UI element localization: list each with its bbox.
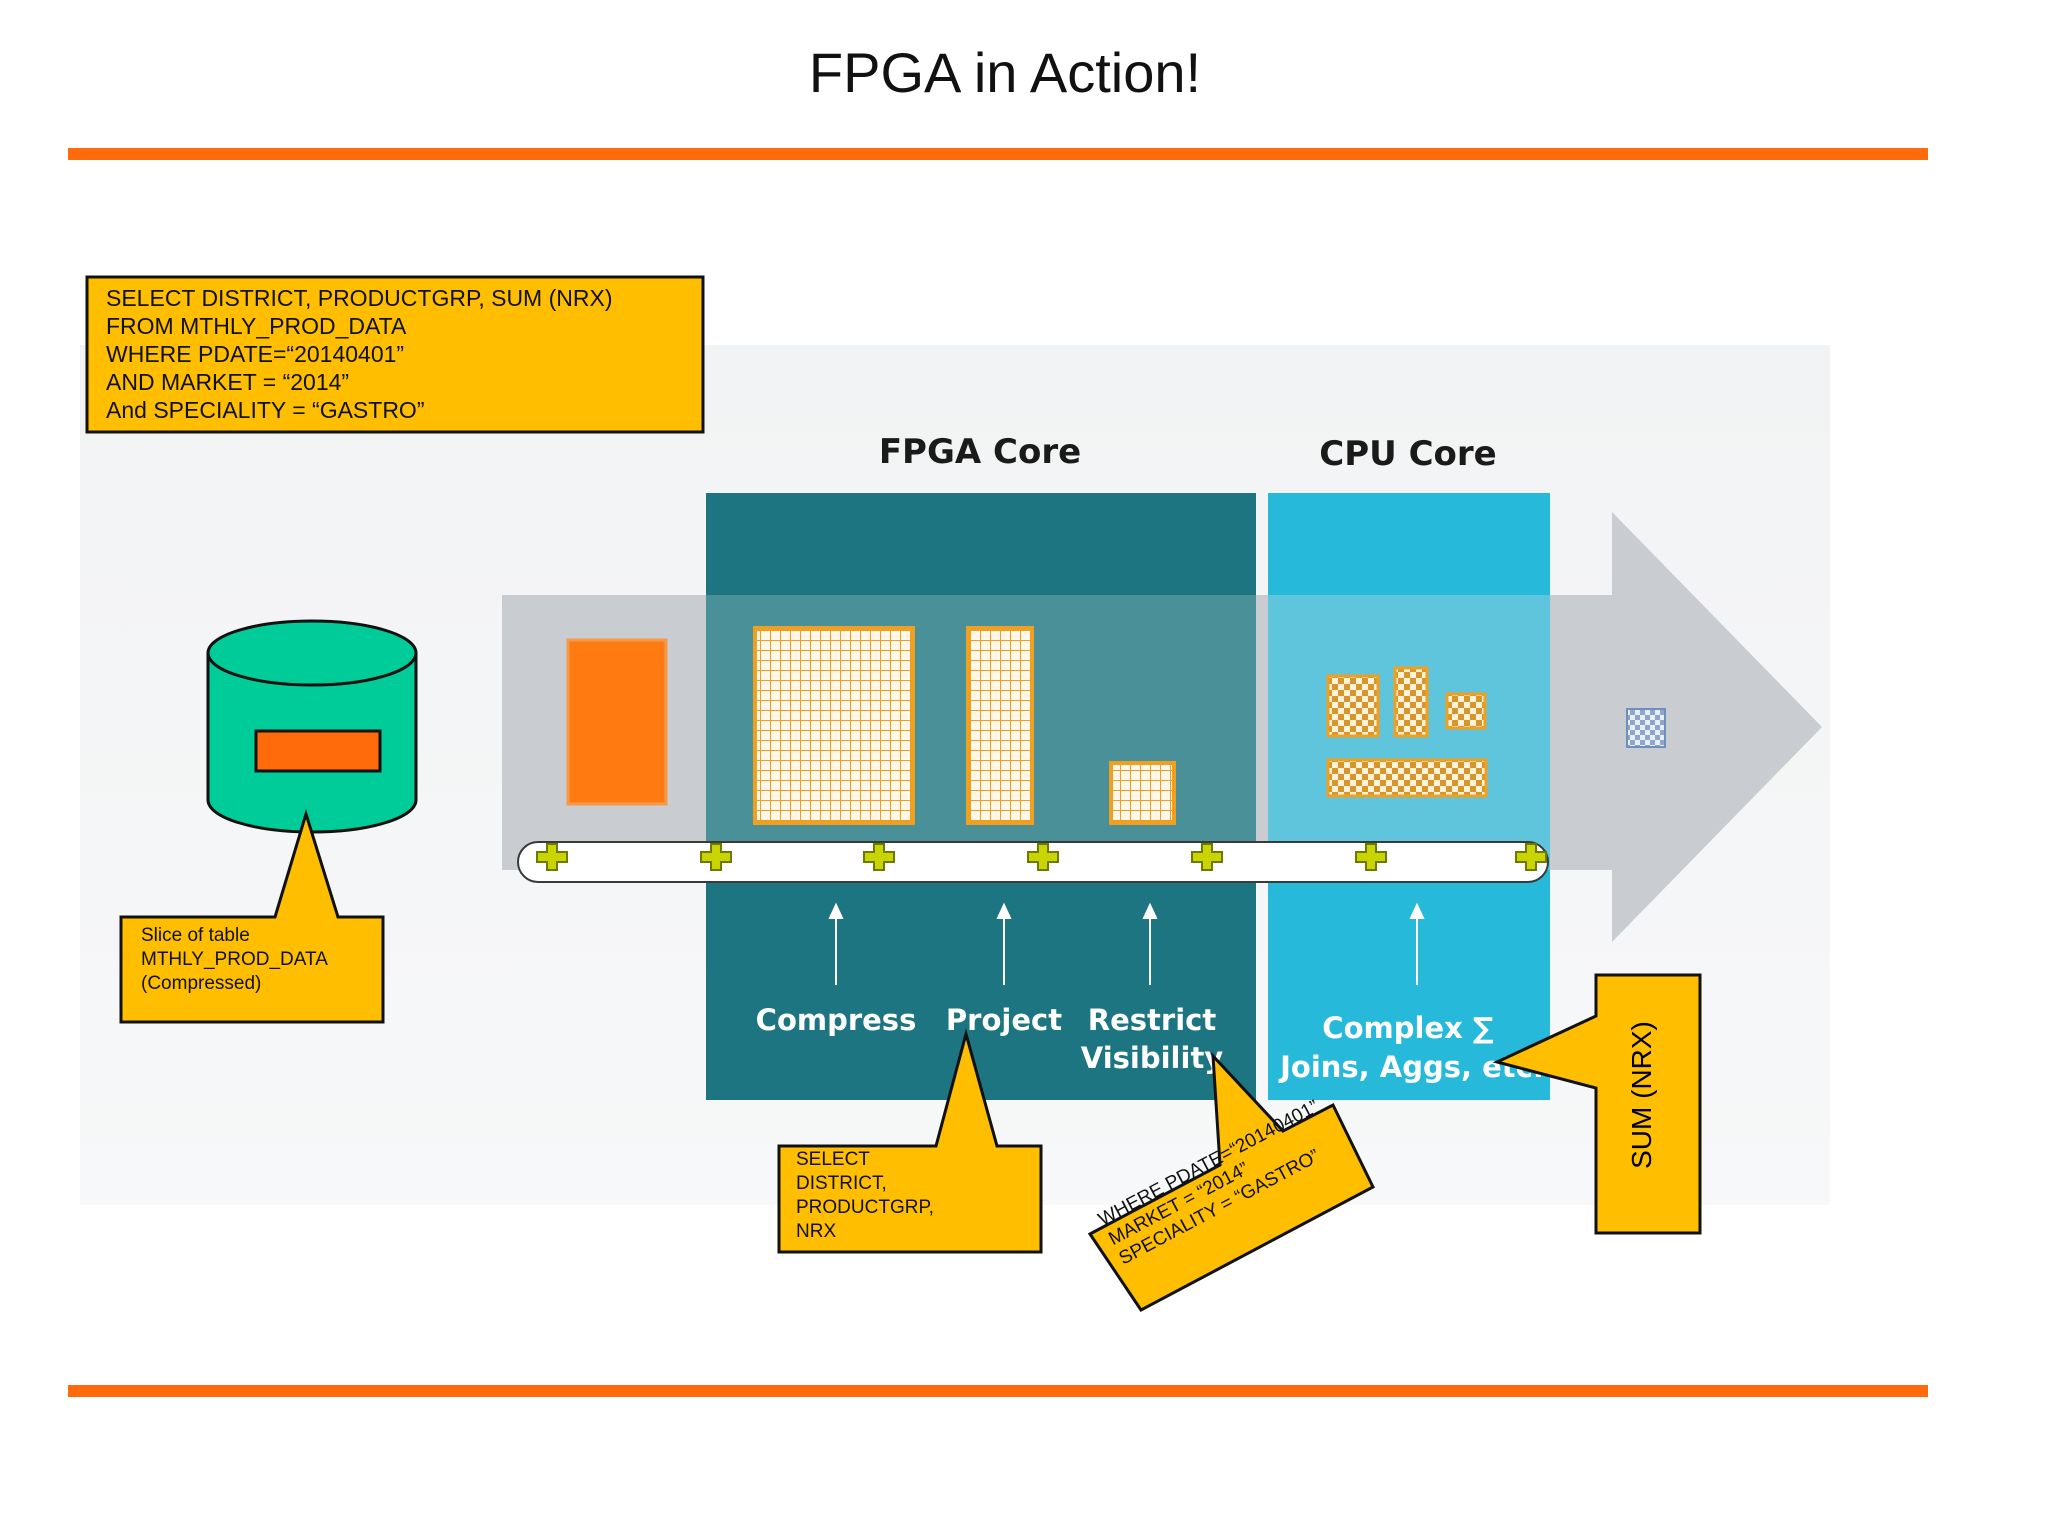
fpga-core-label: FPGA Core — [879, 432, 1081, 472]
stage-label-joins: Joins, Aggs, etc. — [1278, 1050, 1544, 1084]
slide-title: FPGA in Action! — [808, 41, 1202, 104]
cpu-result-block — [1445, 692, 1487, 730]
sql-query-text: SELECT DISTRICT, PRODUCTGRP, SUM (NRX) F… — [106, 285, 613, 423]
sum-clause-label: SUM (NRX) — [1592, 975, 1692, 1215]
project-data-grid — [966, 626, 1034, 825]
restrict-data-grid — [1109, 761, 1176, 825]
final-result-block — [1626, 708, 1666, 748]
bottom-divider — [68, 1385, 1928, 1397]
stage-label-project: Project — [946, 1003, 1062, 1037]
sum-clause-callout — [1492, 973, 1702, 1235]
sql-query-callout — [85, 275, 705, 434]
compress-data-grid — [753, 626, 915, 825]
table-slice-callout — [119, 808, 385, 1024]
stage-up-arrows — [828, 902, 1425, 985]
top-divider — [68, 148, 1928, 160]
cpu-result-block — [1326, 674, 1380, 738]
stage-label-restrict: Restrict — [1088, 1003, 1217, 1037]
stage-label-visibility: Visibility — [1081, 1041, 1224, 1075]
database-slice-block — [254, 729, 382, 773]
stage-label-complex: Complex ∑ — [1322, 1011, 1494, 1045]
cpu-core-label: CPU Core — [1319, 434, 1496, 474]
cpu-result-block — [1326, 758, 1488, 798]
stage-label-compress: Compress — [756, 1003, 917, 1037]
sum-clause-text: SUM (NRX) — [1626, 1021, 1657, 1169]
database-icon — [206, 619, 418, 834]
conveyor-plus-markers — [536, 843, 1547, 871]
table-slice-text: Slice of table MTHLY_PROD_DATA (Compress… — [141, 925, 328, 994]
select-clause-text: SELECT DISTRICT, PRODUCTGRP, NRX — [796, 1149, 934, 1242]
select-clause-callout — [777, 1028, 1043, 1254]
raw-data-block — [566, 638, 668, 806]
cpu-result-block — [1393, 666, 1429, 738]
where-clause-callout — [1087, 1051, 1375, 1312]
